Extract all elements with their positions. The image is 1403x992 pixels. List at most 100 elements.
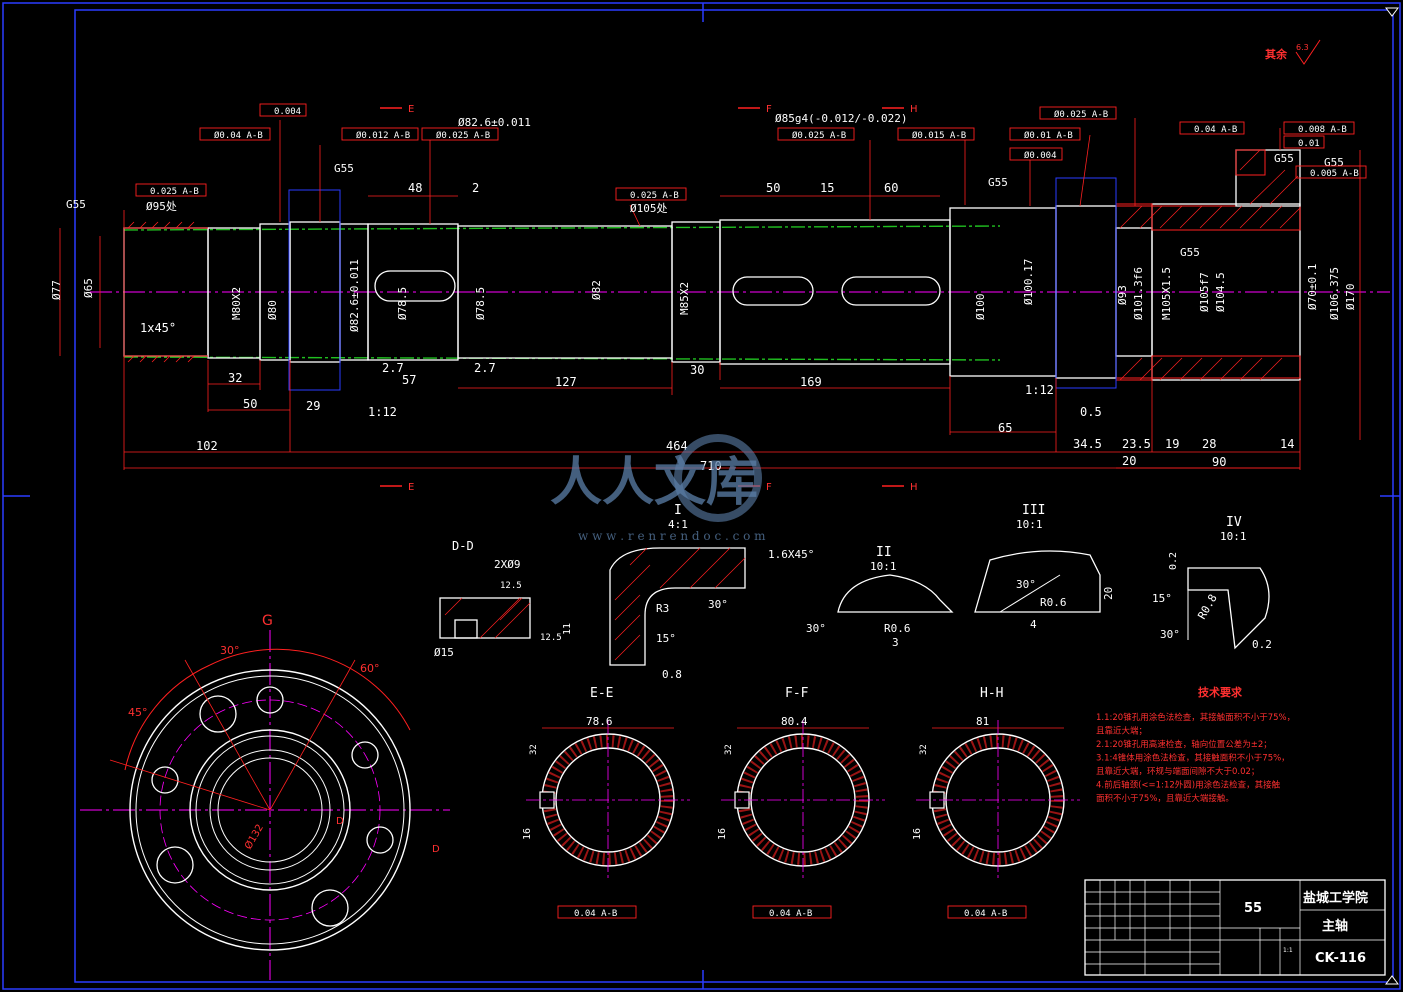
dim-bottom: 19 bbox=[1165, 437, 1179, 451]
part-name: 主轴 bbox=[1322, 918, 1348, 934]
detail-radius: R3 bbox=[656, 602, 669, 615]
dd-dim: 12.5 bbox=[500, 581, 522, 591]
tolerance-frame-text: Ø0.025 A-B bbox=[792, 130, 846, 141]
dim-bottom: 23.5 bbox=[1122, 437, 1151, 451]
detail-scale: 4:1 bbox=[668, 518, 688, 531]
detail-angle2: 15° bbox=[656, 632, 676, 645]
dim-bottom: 0.5 bbox=[1080, 405, 1102, 419]
section-mark: E bbox=[408, 104, 414, 115]
g-pcd: Ø132 bbox=[242, 822, 266, 851]
detail-angle: 30° bbox=[708, 598, 728, 611]
detail-scale: 10:1 bbox=[870, 560, 897, 573]
detail-scale: 10:1 bbox=[1220, 530, 1247, 543]
dim-vertical: Ø80 bbox=[266, 300, 279, 320]
main-shaft-view: G55G55G55G55G55G55Ø95处Ø105处Ø85g4(-0.012/… bbox=[50, 104, 1390, 493]
detail-view-i bbox=[609, 547, 746, 666]
tolerance-frame-box bbox=[897, 127, 975, 141]
roughness-label: 其余 bbox=[1265, 47, 1288, 61]
dd-holes: 2XØ9 bbox=[494, 558, 521, 571]
tolerance-frame-text: 0.005 A-B bbox=[1310, 169, 1359, 179]
detail-dim: 3 bbox=[892, 636, 899, 649]
tech-requirement-line: 1.1:20锥孔用涂色法检查，其接触面积不小于75%， bbox=[1096, 712, 1295, 723]
dim-bottom: 57 bbox=[402, 373, 416, 387]
dim-bottom: 14 bbox=[1280, 437, 1294, 451]
g-angle: 45° bbox=[128, 706, 148, 719]
datum-mark: G55 bbox=[988, 176, 1008, 189]
tolerance-frame-text: Ø0.015 A-B bbox=[912, 130, 966, 141]
tolerance-frame-text: 0.04 A-B bbox=[1194, 125, 1237, 135]
tolerance-frame-text: 0.01 bbox=[1298, 139, 1320, 149]
roughness-note: 其余 6.3 bbox=[1265, 39, 1321, 65]
detail-angle: 30° bbox=[806, 622, 826, 635]
tolerance-frame-text: Ø0.004 bbox=[1024, 150, 1057, 161]
dim-vertical: Ø101.3f6 bbox=[1132, 267, 1145, 320]
tolerance-frame-text: Ø0.012 A-B bbox=[356, 130, 410, 141]
tolerance-frame-text: Ø0.025 A-B bbox=[1054, 109, 1108, 120]
detail-radius: R0.6 bbox=[884, 622, 911, 635]
detail-radius: R0.6 bbox=[1040, 596, 1067, 609]
scale-text: 1:1 bbox=[1283, 947, 1293, 954]
dim-vertical: Ø106.375 bbox=[1328, 267, 1341, 320]
tolerance-frame-box bbox=[1283, 121, 1355, 135]
dim-top: 50 bbox=[766, 181, 780, 195]
datum-mark: G55 bbox=[1180, 246, 1200, 259]
dim-top: 48 bbox=[408, 181, 422, 195]
tolerance-frame-text: 0.025 A-B bbox=[150, 187, 199, 197]
tech-requirement-line: 2.1:20锥孔用高速检查，轴向位置公差为±2； bbox=[1096, 739, 1272, 750]
dd-view bbox=[439, 597, 531, 639]
tolerance-frame-text: 0.008 A-B bbox=[1298, 125, 1347, 135]
flange-section bbox=[1115, 149, 1301, 381]
dim-bottom: 32 bbox=[228, 371, 242, 385]
section-keyw-dim: 32 bbox=[919, 744, 929, 755]
dim-vertical: M80X2 bbox=[230, 287, 243, 320]
dd-diameter: Ø15 bbox=[434, 646, 454, 659]
watermark-url: w w w . r e n r e n d o c . c o m bbox=[578, 529, 766, 543]
note-d85: Ø85g4(-0.012/-0.022) bbox=[775, 112, 907, 125]
section-key-dim: 16 bbox=[717, 828, 728, 840]
dim-bottom: 2.7 bbox=[382, 361, 404, 375]
tolerance-frame-box bbox=[1039, 106, 1117, 120]
dim-bottom: 464 bbox=[666, 439, 688, 453]
detail-dim: 0.8 bbox=[662, 668, 682, 681]
dim-vertical: Ø105f7 bbox=[1198, 272, 1211, 312]
detail-chamfer: 1.6X45° bbox=[768, 548, 814, 561]
bore-line-top bbox=[123, 225, 1001, 231]
tolerance-frame-text: Ø0.01 A-B bbox=[1024, 130, 1073, 141]
centering-marks bbox=[3, 3, 1400, 989]
g-section-mark: D bbox=[336, 816, 344, 827]
dim-bottom: 2.7 bbox=[474, 361, 496, 375]
tech-requirement-line: 3.1:4锥体用涂色法检查，其接触面积不小于75%， bbox=[1096, 753, 1290, 764]
datum-mark: G55 bbox=[1274, 152, 1294, 165]
section-width: 78.6 bbox=[586, 715, 613, 728]
flange-hatch bbox=[1119, 149, 1301, 381]
dim-bottom: 28 bbox=[1202, 437, 1216, 451]
dim-bottom: 20 bbox=[1122, 454, 1136, 468]
dim-bottom: 127 bbox=[555, 375, 577, 389]
tech-requirement-line: 且靠近大端； bbox=[1096, 726, 1147, 737]
detail-box-right bbox=[1055, 177, 1117, 389]
note-d105: Ø105处 bbox=[630, 202, 668, 215]
tolerance-frame-box bbox=[1009, 127, 1081, 141]
tolerance-frame-box bbox=[341, 127, 419, 141]
dim-vertical: Ø77 bbox=[50, 280, 63, 300]
dim-vertical: Ø93 bbox=[1116, 285, 1129, 305]
tolerance-frame-box bbox=[615, 187, 687, 201]
dim-bottom: 34.5 bbox=[1073, 437, 1102, 451]
section-keyw-dim: 32 bbox=[724, 744, 734, 755]
hatch-lines bbox=[127, 221, 195, 363]
tolerance-frame-box bbox=[1179, 121, 1245, 135]
dim-vertical: Ø170 bbox=[1344, 284, 1357, 311]
note-d826: Ø82.6±0.011 bbox=[458, 116, 531, 129]
datum-mark: G55 bbox=[334, 162, 354, 175]
watermark: 人人文库 w w w . r e n r e n d o c . c o m bbox=[550, 434, 766, 543]
dim-vertical: Ø100 bbox=[974, 294, 987, 321]
dim-top: 15 bbox=[820, 181, 834, 195]
note-d95: Ø95处 bbox=[146, 200, 177, 213]
detail-label: IV bbox=[1226, 515, 1242, 530]
dd-dim: 11 bbox=[562, 623, 573, 635]
roughness-value: 6.3 bbox=[1296, 43, 1309, 52]
detail-label: III bbox=[1022, 503, 1045, 518]
